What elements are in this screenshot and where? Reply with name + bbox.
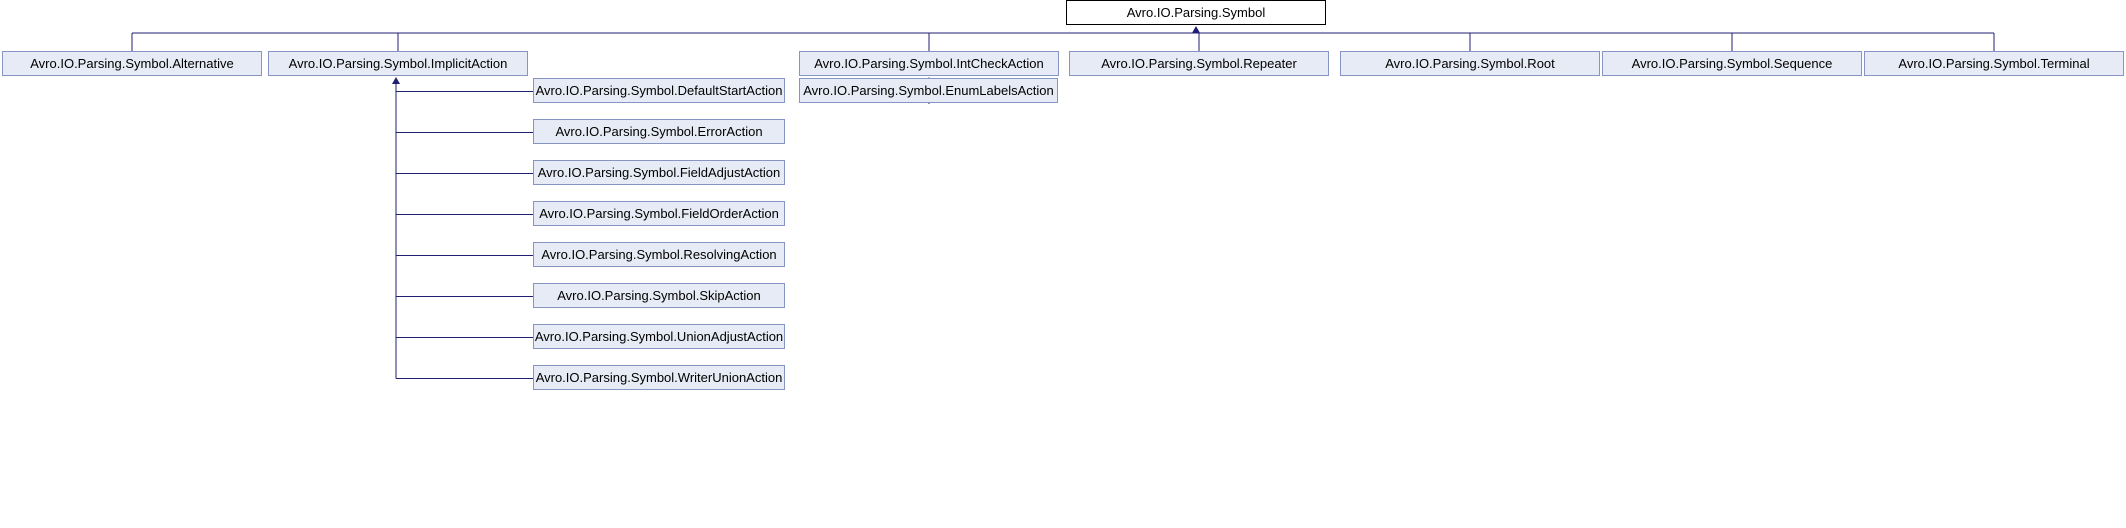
class-node-unionadjust[interactable]: Avro.IO.Parsing.Symbol.UnionAdjustAction xyxy=(533,324,785,349)
class-node-label: Avro.IO.Parsing.Symbol.ErrorAction xyxy=(555,124,763,139)
class-node-label: Avro.IO.Parsing.Symbol.Sequence xyxy=(1631,56,1833,71)
class-node-label: Avro.IO.Parsing.Symbol.WriterUnionAction xyxy=(535,370,783,385)
class-node-symbol[interactable]: Avro.IO.Parsing.Symbol xyxy=(1066,0,1326,25)
class-node-defaultstart[interactable]: Avro.IO.Parsing.Symbol.DefaultStartActio… xyxy=(533,78,785,103)
class-node-alternative[interactable]: Avro.IO.Parsing.Symbol.Alternative xyxy=(2,51,262,76)
class-node-label: Avro.IO.Parsing.Symbol.Terminal xyxy=(1898,56,2090,71)
class-node-root[interactable]: Avro.IO.Parsing.Symbol.Root xyxy=(1340,51,1600,76)
class-node-label: Avro.IO.Parsing.Symbol.ResolvingAction xyxy=(541,247,777,262)
class-node-enumlabels[interactable]: Avro.IO.Parsing.Symbol.EnumLabelsAction xyxy=(799,78,1058,103)
class-node-label: Avro.IO.Parsing.Symbol xyxy=(1126,5,1266,20)
class-node-fieldadjust[interactable]: Avro.IO.Parsing.Symbol.FieldAdjustAction xyxy=(533,160,785,185)
class-node-label: Avro.IO.Parsing.Symbol.FieldOrderAction xyxy=(539,206,779,221)
class-node-implicitaction[interactable]: Avro.IO.Parsing.Symbol.ImplicitAction xyxy=(268,51,528,76)
class-node-fieldorder[interactable]: Avro.IO.Parsing.Symbol.FieldOrderAction xyxy=(533,201,785,226)
class-node-label: Avro.IO.Parsing.Symbol.Alternative xyxy=(30,56,234,71)
class-node-label: Avro.IO.Parsing.Symbol.FieldAdjustAction xyxy=(537,165,781,180)
class-node-label: Avro.IO.Parsing.Symbol.IntCheckAction xyxy=(814,56,1044,71)
class-node-label: Avro.IO.Parsing.Symbol.UnionAdjustAction xyxy=(534,329,784,344)
class-node-sequence[interactable]: Avro.IO.Parsing.Symbol.Sequence xyxy=(1602,51,1862,76)
class-node-resolvingaction[interactable]: Avro.IO.Parsing.Symbol.ResolvingAction xyxy=(533,242,785,267)
class-node-label: Avro.IO.Parsing.Symbol.Repeater xyxy=(1101,56,1297,71)
class-node-skipaction[interactable]: Avro.IO.Parsing.Symbol.SkipAction xyxy=(533,283,785,308)
class-node-label: Avro.IO.Parsing.Symbol.SkipAction xyxy=(557,288,761,303)
class-node-writerunion[interactable]: Avro.IO.Parsing.Symbol.WriterUnionAction xyxy=(533,365,785,390)
class-node-intcheckaction[interactable]: Avro.IO.Parsing.Symbol.IntCheckAction xyxy=(799,51,1059,76)
class-node-label: Avro.IO.Parsing.Symbol.ImplicitAction xyxy=(288,56,508,71)
class-node-label: Avro.IO.Parsing.Symbol.EnumLabelsAction xyxy=(803,83,1054,98)
class-node-label: Avro.IO.Parsing.Symbol.Root xyxy=(1385,56,1555,71)
class-node-erroraction[interactable]: Avro.IO.Parsing.Symbol.ErrorAction xyxy=(533,119,785,144)
class-node-repeater[interactable]: Avro.IO.Parsing.Symbol.Repeater xyxy=(1069,51,1329,76)
class-node-label: Avro.IO.Parsing.Symbol.DefaultStartActio… xyxy=(535,83,783,98)
class-node-terminal[interactable]: Avro.IO.Parsing.Symbol.Terminal xyxy=(1864,51,2124,76)
